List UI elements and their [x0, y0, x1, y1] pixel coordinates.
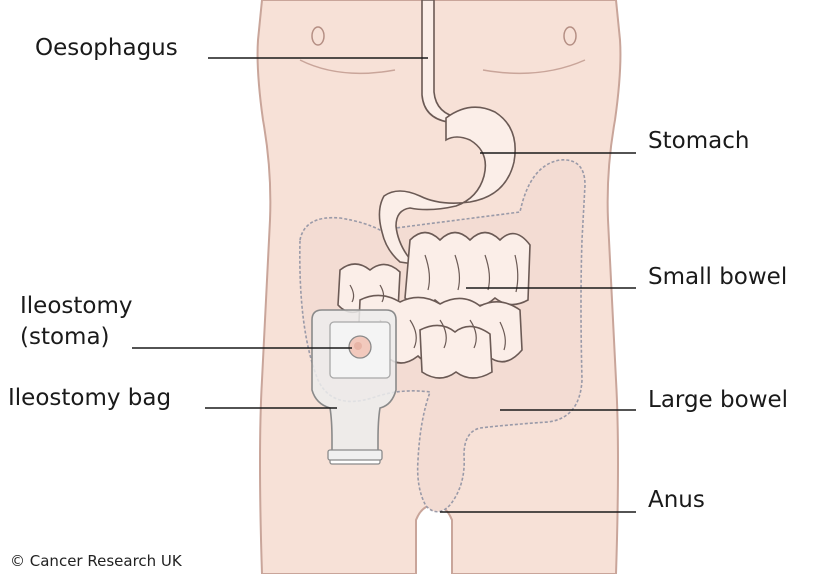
small-bowel-label: Small bowel	[648, 263, 787, 291]
oesophagus-label: Oesophagus	[35, 34, 178, 62]
copyright-notice: © Cancer Research UK	[10, 552, 182, 570]
ileostomy-label-line2: (stoma)	[20, 323, 110, 351]
ileostomy-label-line1: Ileostomy	[20, 292, 132, 320]
large-bowel-label: Large bowel	[648, 386, 788, 414]
ileostomy-bag-label: Ileostomy bag	[8, 384, 171, 412]
anus-label: Anus	[648, 486, 705, 514]
stomach-label: Stomach	[648, 127, 749, 155]
